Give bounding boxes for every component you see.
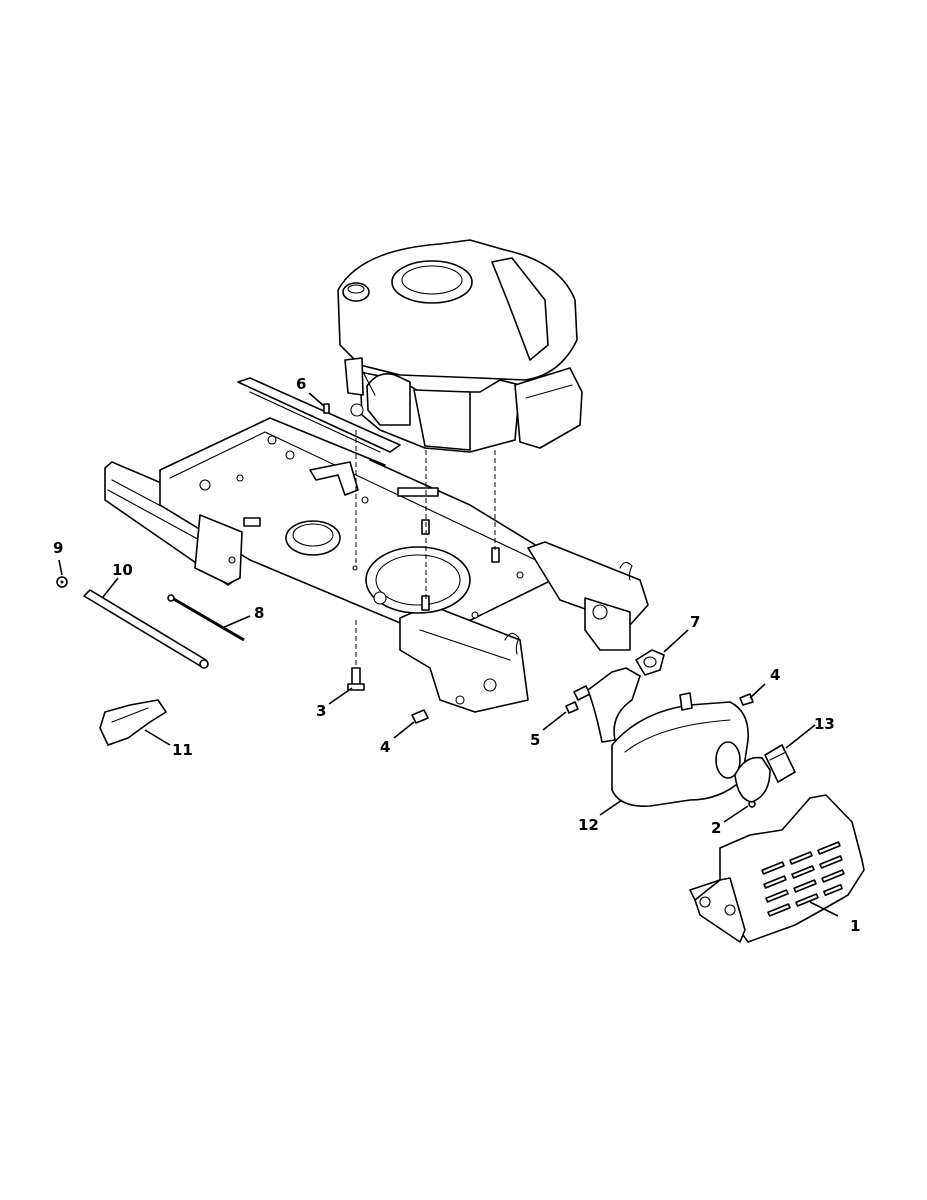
callout-6: 6	[296, 375, 306, 393]
callout-5: 5	[530, 731, 540, 749]
callout-2: 2	[711, 819, 721, 837]
part-8-rod	[167, 594, 245, 642]
callout-3: 3	[316, 702, 326, 720]
part-5-bolts	[565, 685, 591, 714]
callout-1: 1	[850, 917, 860, 935]
part-13-spark-arrestor	[734, 744, 796, 803]
callout-13: 13	[814, 715, 835, 733]
engine	[337, 239, 583, 453]
part-7-gasket	[635, 649, 665, 676]
part-11-bracket	[99, 699, 167, 746]
callout-leaders	[58, 392, 839, 917]
chassis-frame	[104, 377, 649, 713]
part-3-bolt	[347, 667, 365, 691]
part-6-pin	[323, 403, 330, 414]
callout-7: 7	[690, 613, 700, 631]
callout-4-right: 4	[770, 666, 780, 684]
part-4-bolt-left	[411, 709, 429, 724]
callout-12: 12	[578, 816, 599, 834]
part-10-tube	[83, 589, 209, 669]
callout-8: 8	[254, 604, 264, 622]
callout-9: 9	[53, 539, 63, 557]
callout-4-left: 4	[380, 738, 390, 756]
callout-11: 11	[172, 741, 193, 759]
callout-10: 10	[112, 561, 133, 579]
part-4-bolt-right	[739, 693, 754, 706]
callout-labels: 1 2 3 4 4 5 6 7 8 9 10 11 12 13	[53, 375, 860, 935]
part-1-heat-shield	[689, 794, 865, 943]
part-9-nut	[56, 576, 68, 588]
part-12-muffler	[587, 667, 749, 807]
